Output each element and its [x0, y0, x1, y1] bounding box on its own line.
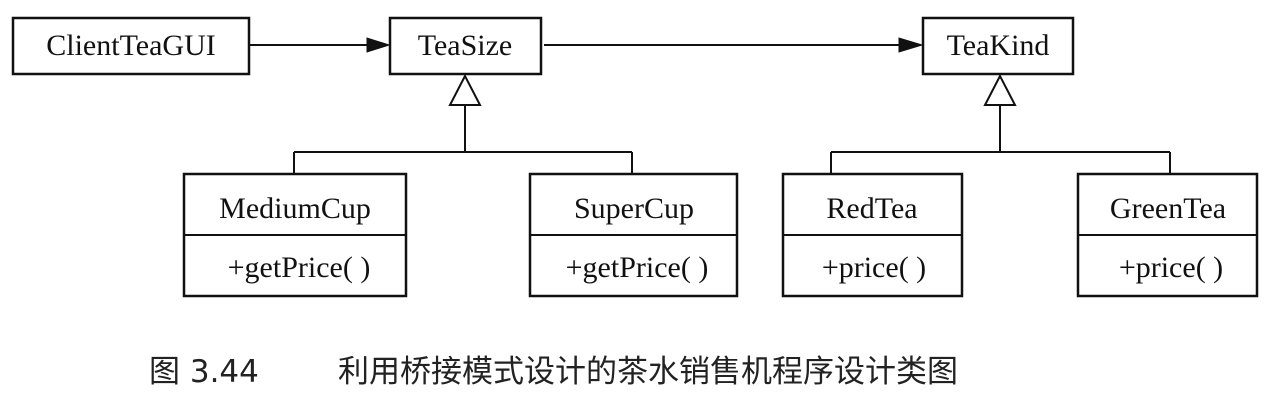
association-client-to-teasize: [250, 37, 391, 53]
class-method: +price( ): [822, 251, 926, 284]
class-red-tea: RedTea +price( ): [781, 172, 964, 298]
association-teasize-to-teakind: [544, 37, 924, 53]
class-method: +price( ): [1119, 251, 1223, 284]
class-name: TeaKind: [947, 29, 1050, 62]
class-name: TeaSize: [418, 29, 513, 62]
class-name: ClientTeaGUI: [46, 29, 216, 62]
class-method: +getPrice( ): [566, 251, 709, 284]
inheritance-triangle-teasize: [448, 73, 482, 106]
class-name: GreenTea: [1110, 192, 1226, 225]
inheritance-teasize: [293, 73, 633, 174]
caption-text: 利用桥接模式设计的茶水销售机程序设计类图: [338, 354, 958, 390]
figure-caption: 图 3.44 利用桥接模式设计的茶水销售机程序设计类图: [149, 354, 958, 390]
class-name: SuperCup: [574, 192, 694, 225]
class-medium-cup: MediumCup +getPrice( ): [182, 172, 408, 298]
class-tea-size: TeaSize: [388, 16, 543, 76]
class-green-tea: GreenTea +price( ): [1076, 172, 1259, 298]
class-method: +getPrice( ): [228, 251, 371, 284]
class-tea-kind: TeaKind: [921, 16, 1075, 76]
class-super-cup: SuperCup +getPrice( ): [528, 172, 739, 298]
class-name: MediumCup: [219, 192, 371, 225]
caption-number: 图 3.44: [149, 354, 259, 390]
class-name: RedTea: [826, 192, 917, 225]
inheritance-triangle-teakind: [983, 73, 1017, 106]
inheritance-teakind: [830, 73, 1171, 174]
class-client-tea-gui: ClientTeaGUI: [11, 16, 251, 76]
